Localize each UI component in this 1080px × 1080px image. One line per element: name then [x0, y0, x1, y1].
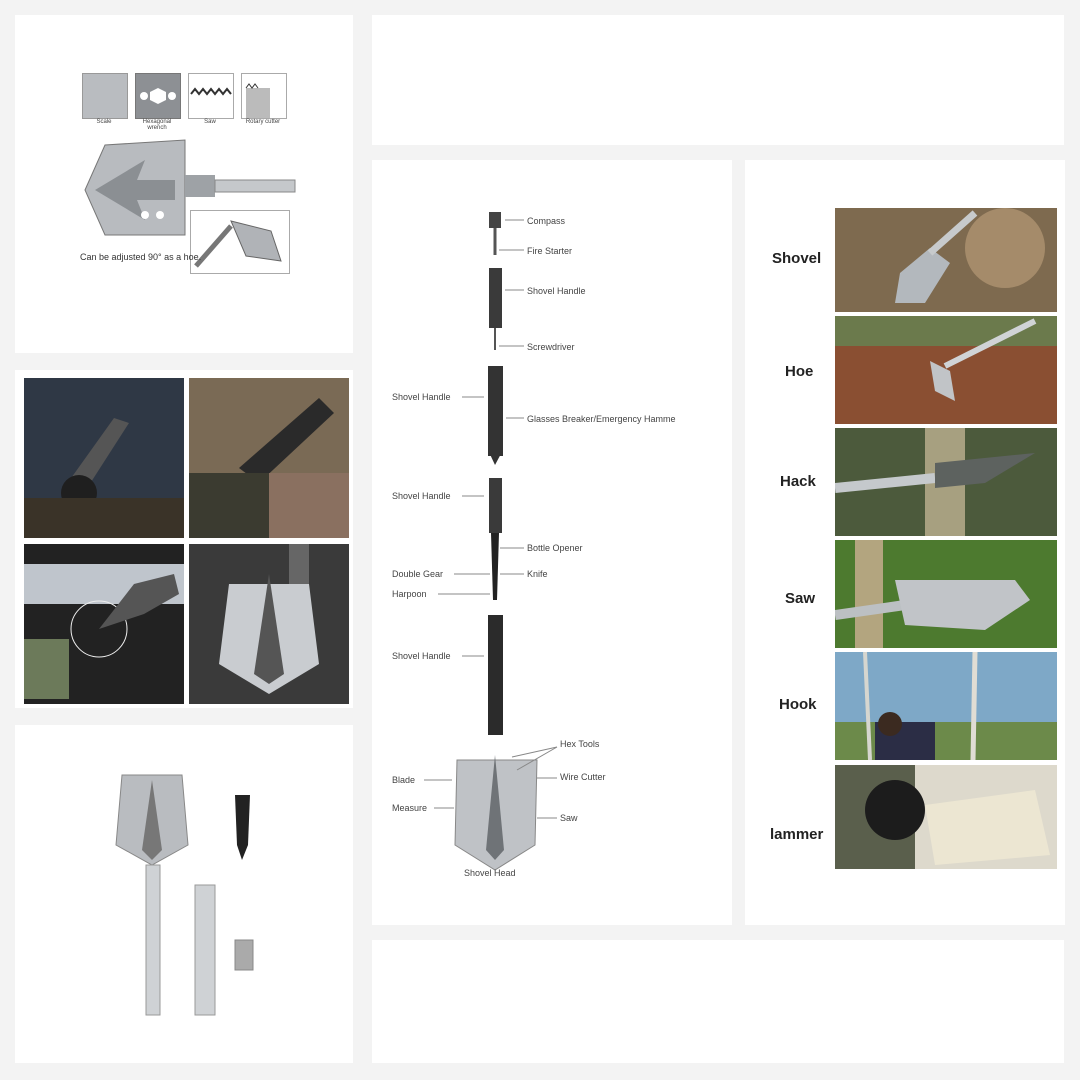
label-screwdriver: Screwdriver: [527, 342, 575, 352]
photo-shovel-head: [189, 544, 349, 704]
blank-panel-top: [372, 15, 1064, 145]
components-illustration: [115, 774, 254, 1016]
use-photo-hammer: [835, 765, 1057, 869]
photo-compass-soil: [189, 378, 349, 538]
use-label-saw: Saw: [785, 590, 816, 607]
swatch-scale: [82, 73, 128, 119]
hoe-inset: [190, 210, 290, 274]
parts-diagram-panel: Compass Fire Starter Shovel Handle Screw…: [372, 160, 732, 925]
components-panel: [15, 725, 353, 1063]
swatch-label-hex: Hexagonal wrench: [142, 119, 172, 131]
blank-panel-bottom: [372, 940, 1064, 1063]
swatch-saw: [188, 73, 234, 119]
label-harpoon: Harpoon: [392, 589, 427, 599]
label-shovel-handle-3: Shovel Handle: [392, 491, 451, 501]
photo-glass-breaker: [24, 544, 184, 704]
label-blade: Blade: [392, 775, 416, 785]
use-label-hack: Hack: [780, 473, 816, 490]
swatch-label-rotary: Rotary cutter: [245, 119, 281, 125]
use-label-hammer: lammer: [770, 826, 824, 843]
use-label-hook: Hook: [779, 696, 817, 713]
use-photo-shovel: [835, 208, 1057, 312]
use-label-hoe: Hoe: [785, 363, 814, 380]
use-cases-panel: Shovel Hoe Hack Saw Hook lammer: [745, 160, 1065, 925]
label-knife: Knife: [527, 569, 548, 579]
label-hex-tools: Hex Tools: [560, 739, 600, 749]
label-measure: Measure: [392, 803, 428, 813]
use-label-shovel: Shovel: [772, 250, 822, 267]
label-shovel-head: Shovel Head: [464, 868, 516, 878]
label-shovel-handle-2: Shovel Handle: [392, 392, 451, 402]
label-double-gear: Double Gear: [392, 569, 444, 579]
label-shovel-handle-1: Shovel Handle: [527, 286, 586, 296]
photo-knife-rope: [24, 378, 184, 538]
use-photo-hack: [835, 428, 1057, 536]
label-bottle-opener: Bottle Opener: [527, 543, 583, 553]
use-photo-hoe: [835, 316, 1057, 424]
shovel-side-illustration: [84, 139, 296, 236]
label-shovel-handle-4: Shovel Handle: [392, 651, 451, 661]
use-photo-saw: [835, 540, 1057, 648]
usage-photo-grid: [15, 370, 353, 708]
label-glasses-breaker: Glasses Breaker/Emergency Hamme: [527, 414, 676, 424]
swatch-hex-wrench: [135, 73, 181, 119]
label-compass: Compass: [527, 216, 566, 226]
parts-diagram: [424, 212, 558, 871]
label-saw: Saw: [560, 813, 578, 823]
feature-panel: Scale Hexagonal wrench Saw Rotary cutter…: [15, 15, 353, 353]
swatch-rotary-cutter: [241, 73, 287, 119]
swatch-label-scale: Scale: [96, 119, 112, 125]
swatch-label-saw: Saw: [204, 119, 216, 125]
label-wire-cutter: Wire Cutter: [560, 772, 606, 782]
hoe-caption: Can be adjusted 90° as a hoe.: [80, 252, 202, 262]
label-fire-starter: Fire Starter: [527, 246, 573, 256]
use-photo-hook: [835, 652, 1057, 760]
